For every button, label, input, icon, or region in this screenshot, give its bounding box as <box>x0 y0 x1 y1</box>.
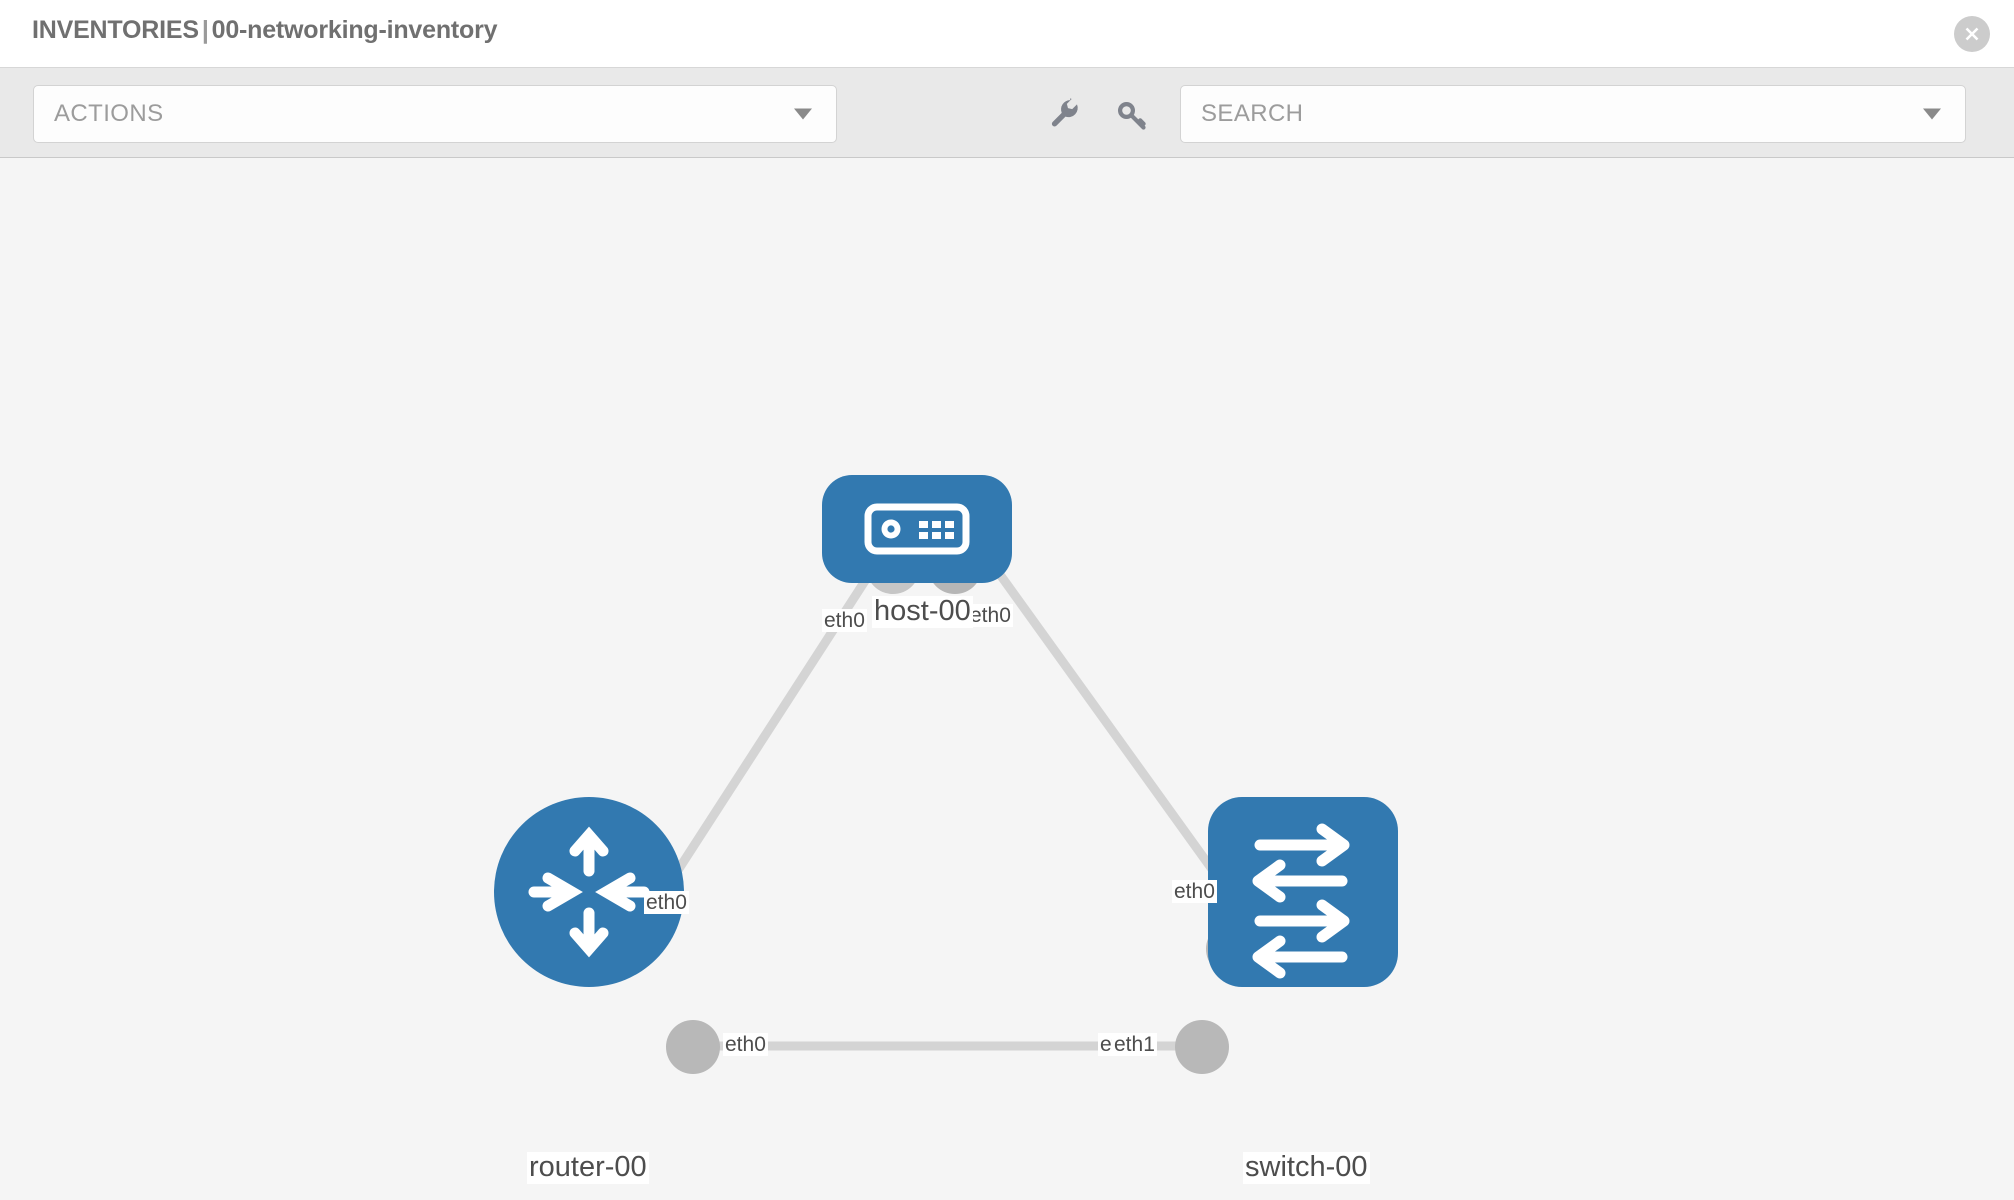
wrench-button[interactable] <box>1042 95 1086 135</box>
node-switch-00[interactable] <box>1208 797 1398 987</box>
node-label-host-00: host-00 <box>872 595 973 628</box>
switch-arrows-icon <box>1252 823 1350 979</box>
topology-canvas[interactable]: eth0 eth0 eth0 eth0 eth0 eth eth1 host-0… <box>0 159 2014 1200</box>
node-label-switch-00: switch-00 <box>1243 1151 1370 1184</box>
actions-dropdown[interactable]: ACTIONS <box>33 85 837 143</box>
iface-label-host00-left: eth0 <box>822 609 867 633</box>
iface-label-switch00-uplink: eth0 <box>1172 880 1217 904</box>
wrench-icon <box>1051 98 1078 127</box>
key-button[interactable] <box>1110 95 1154 135</box>
iface-label-host00-right: eth0 <box>968 604 1013 628</box>
key-icon <box>1117 101 1146 130</box>
actions-dropdown-label: ACTIONS <box>54 100 164 127</box>
close-icon <box>1965 27 1979 41</box>
iface-label-router00-uplink: eth0 <box>644 891 689 915</box>
connector-switch00-eth1 <box>1175 1020 1229 1074</box>
node-host-00[interactable] <box>822 475 1012 583</box>
iface-label-switch00-eth1: eth1 <box>1112 1033 1157 1057</box>
chevron-down-icon <box>794 108 812 120</box>
search-input[interactable]: SEARCH <box>1201 100 1304 127</box>
close-button[interactable] <box>1954 16 1990 52</box>
link-host00-router00[interactable] <box>636 516 909 932</box>
page-title-name: 00-networking-inventory <box>211 16 498 44</box>
page-header: INVENTORIES|00-networking-inventory <box>0 0 2014 68</box>
page-title-section: INVENTORIES <box>32 16 199 44</box>
router-arrows-icon <box>528 826 650 958</box>
node-router-00[interactable] <box>494 797 684 987</box>
iface-label-router00-eth0: eth0 <box>723 1033 768 1057</box>
node-label-router-00: router-00 <box>527 1151 649 1184</box>
page-title-separator: | <box>201 16 209 44</box>
chevron-down-icon <box>1923 108 1941 120</box>
server-icon <box>864 503 970 555</box>
topology-graph <box>494 475 1398 1074</box>
connector-router00-eth0 <box>666 1020 720 1074</box>
page-title: INVENTORIES|00-networking-inventory <box>32 16 498 45</box>
search-dropdown[interactable]: SEARCH <box>1180 85 1966 143</box>
link-host00-switch00[interactable] <box>956 516 1259 932</box>
